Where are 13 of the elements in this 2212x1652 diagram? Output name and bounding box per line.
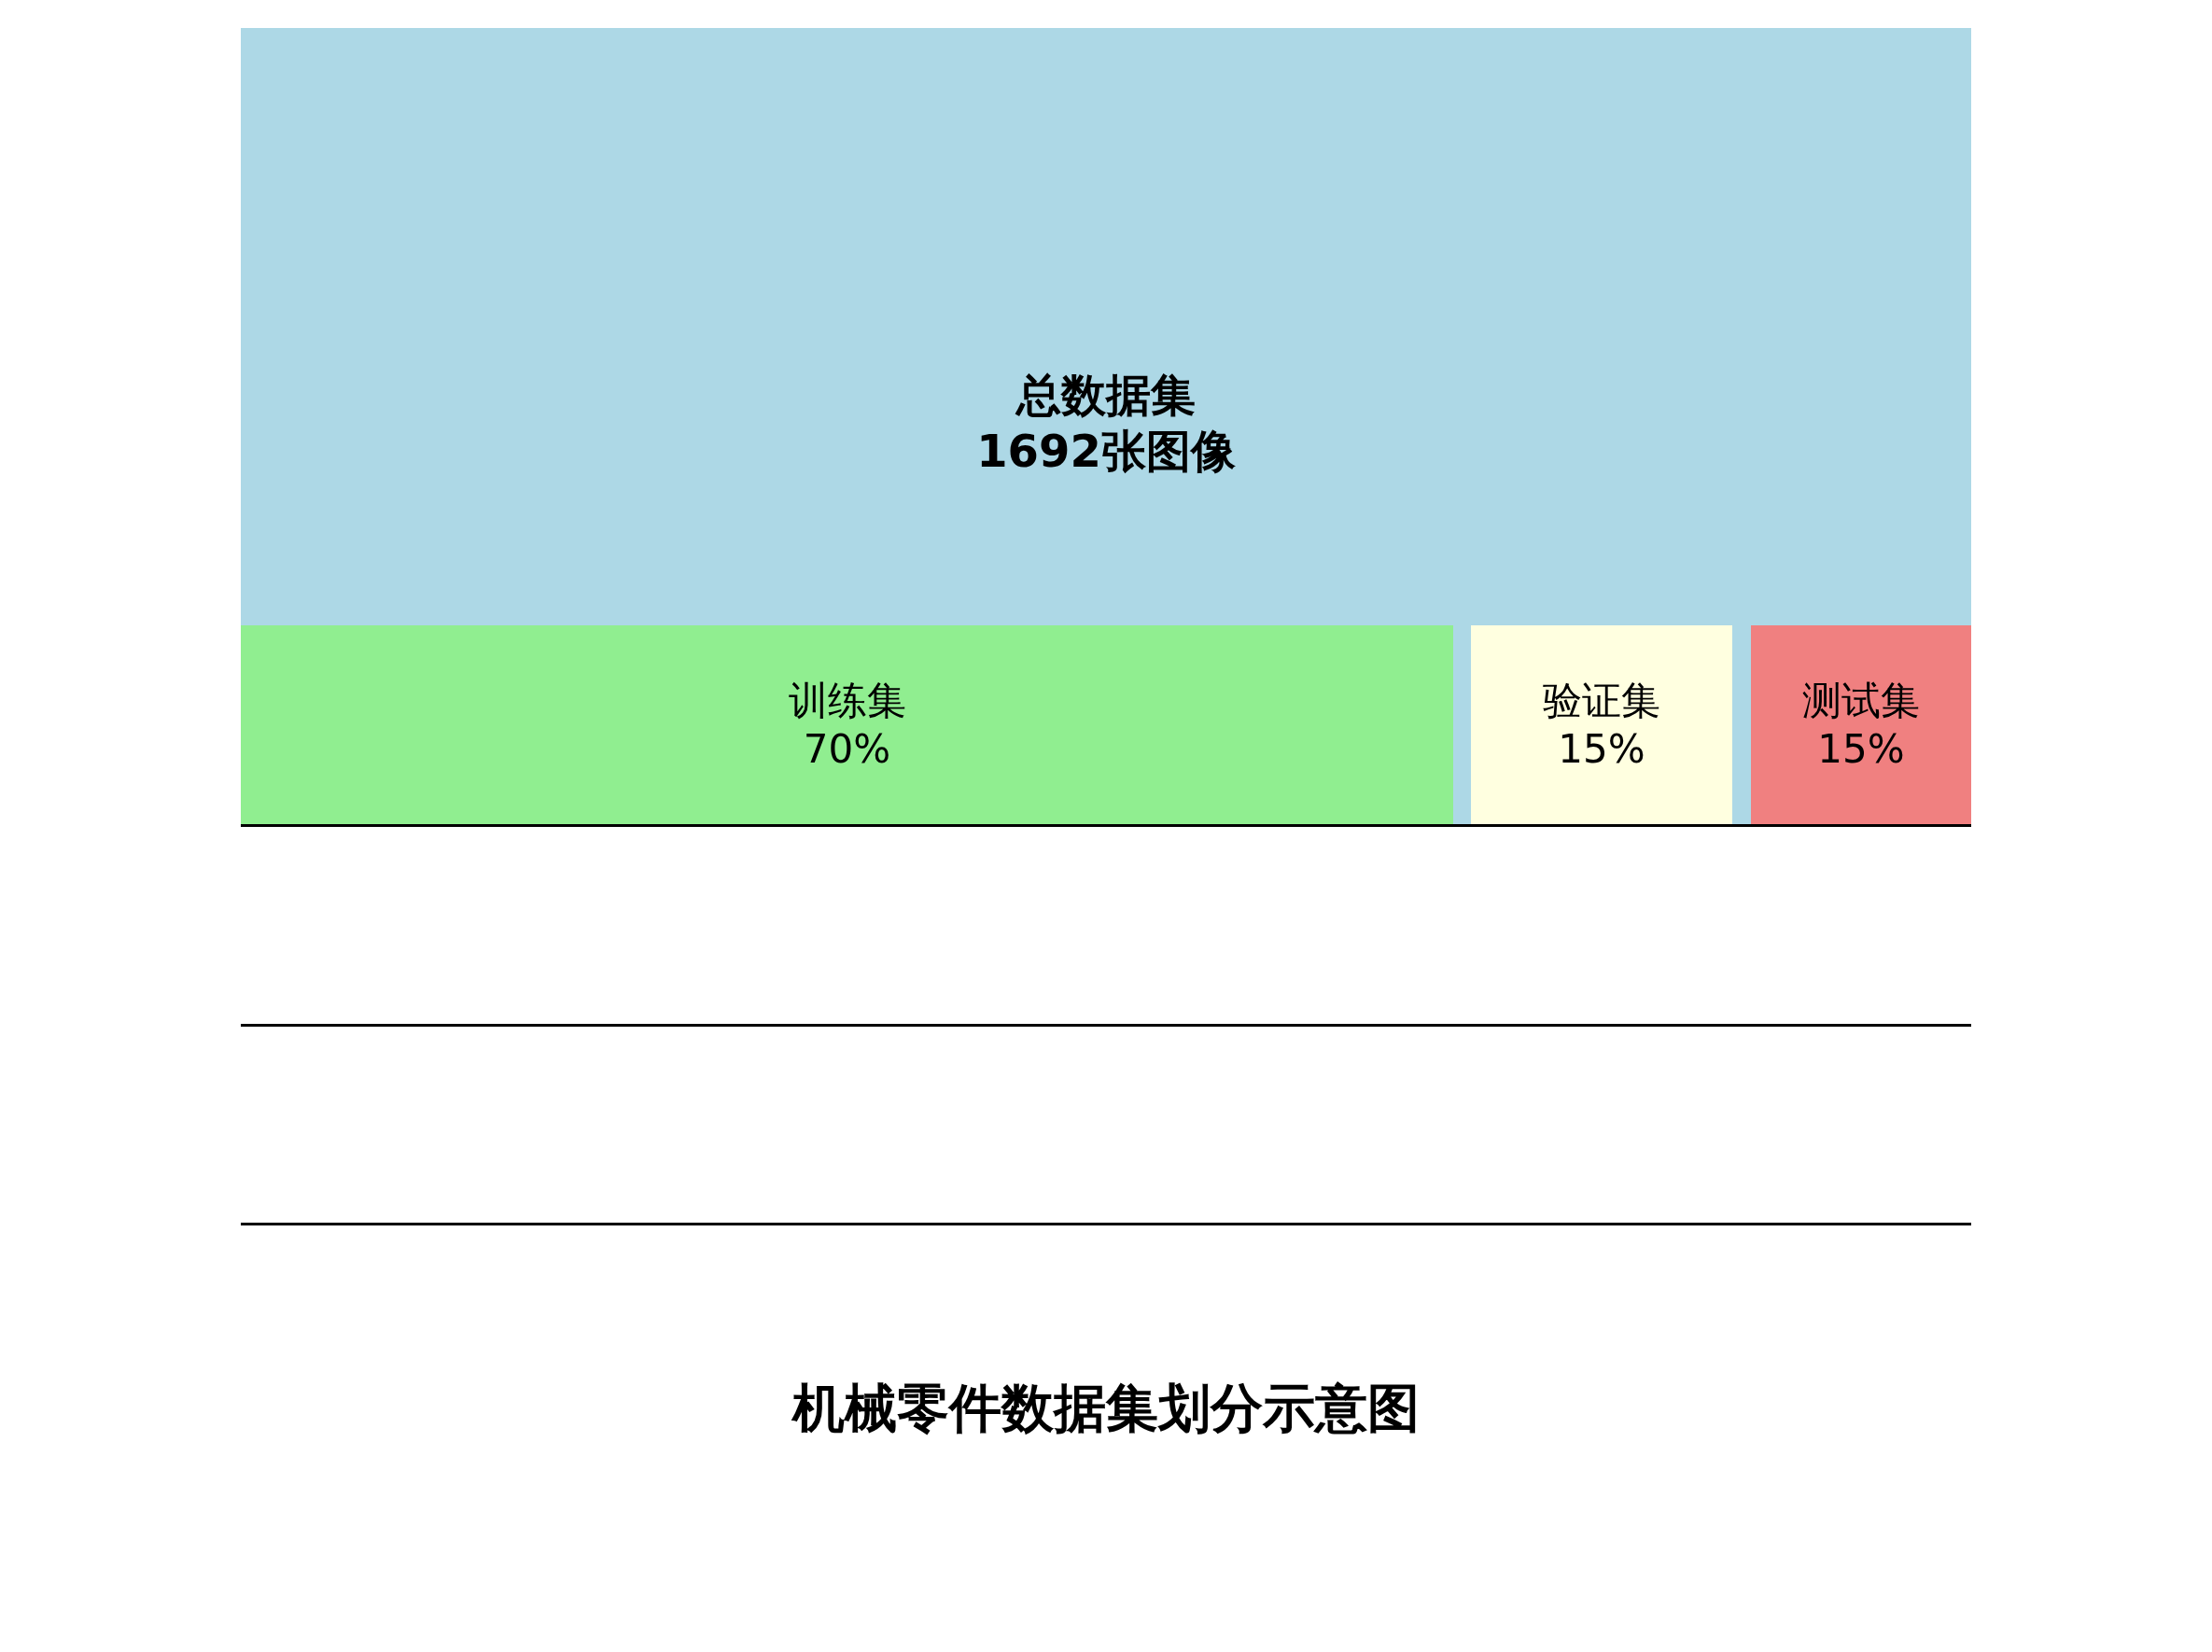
split-block	[241, 625, 1453, 825]
set-size: 15%	[1558, 725, 1645, 774]
split-block	[1471, 625, 1732, 825]
set-name: 总数据集	[1016, 368, 1196, 423]
set-name: 验证集	[1543, 676, 1660, 725]
set-name: 测试集	[1802, 676, 1920, 725]
set-size: 1692张图像	[976, 424, 1236, 479]
set-name: 训练集	[788, 676, 906, 725]
dataset-block	[241, 28, 1971, 825]
set-size: 70%	[803, 725, 891, 774]
diagram-title: 机械零件数据集划分示意图	[791, 1377, 1421, 1440]
set-size: 15%	[1817, 725, 1905, 774]
split-block	[1751, 625, 1971, 825]
